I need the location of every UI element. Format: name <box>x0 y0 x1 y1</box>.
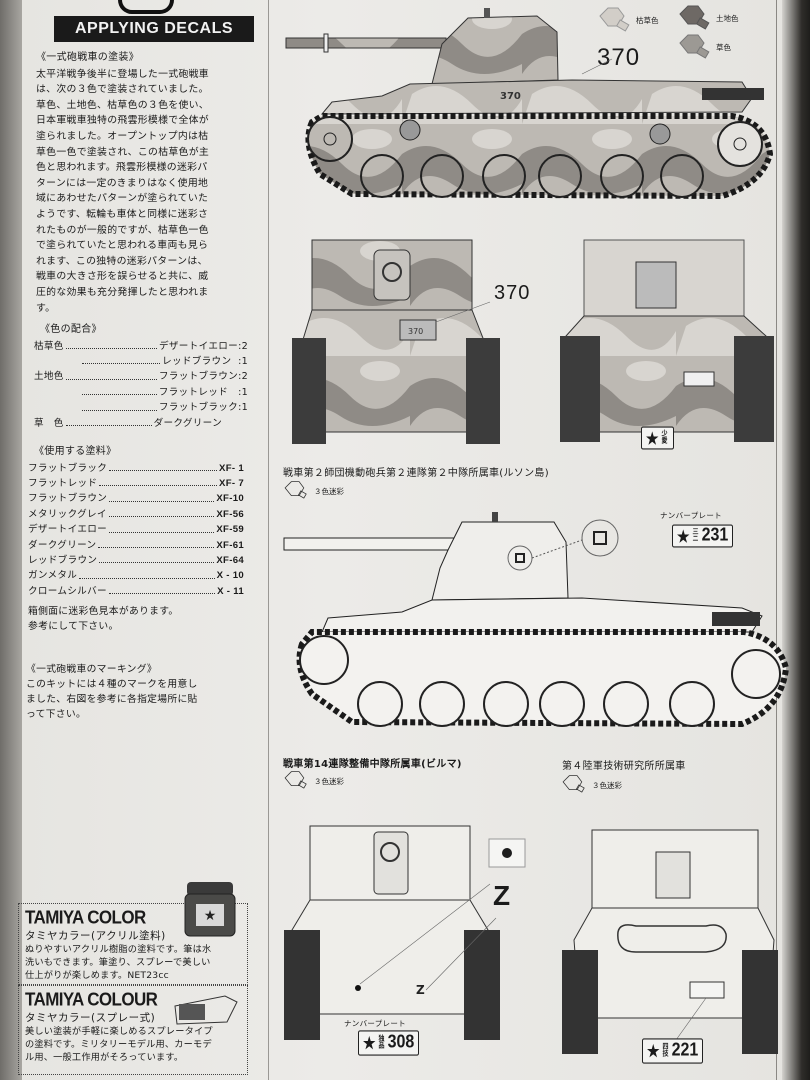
column-divider <box>268 0 269 1080</box>
tank2-plate-label: ナンバープレート <box>660 511 722 520</box>
tank4-rear-view <box>562 829 778 1054</box>
painting-title: 《一式砲戦車の塗装》 <box>36 52 139 63</box>
legend-swatch-tochi: 土地色 <box>676 4 739 32</box>
tank-front-view-camo: 370 <box>292 239 500 444</box>
text-line: れます、この独特の迷彩パターンは、 <box>36 255 208 267</box>
text-line: ようです、転輪も車体と同様に迷彩さ <box>36 208 209 220</box>
svg-text:★: ★ <box>204 908 217 924</box>
tank2-unit-caption: 戦車第２師団機動砲兵第２連隊第２中隊所属車(ルソン島) <box>283 468 549 479</box>
text-line: 草色一色で塗装され、この枯草色が主 <box>36 146 210 158</box>
text-line: ました、右図を参考に各指定場所に貼 <box>26 694 198 705</box>
mix-row: フラットレッド :1 <box>34 385 248 400</box>
text-line: このキットには４種のマークを用意し <box>26 679 198 690</box>
text-line: 戦車の大きさ形を誤らせると共に、威 <box>36 271 209 283</box>
svg-text:Z: Z <box>416 983 425 997</box>
paints-note: 箱側面に迷彩色見本があります。 参考にして下さい。 <box>28 606 179 633</box>
tank2-scheme: ３色迷彩 <box>282 480 344 502</box>
text-line: は、次の３色で塗装されていました。 <box>36 84 209 96</box>
mix-row: 枯草色デザートイエロー:2 <box>34 340 248 352</box>
ad-subtitle: タミヤカラー(スプレー式) <box>25 1012 156 1024</box>
text-line: す。 <box>36 302 56 314</box>
legend-swatch-kusa: 草色 <box>676 33 731 61</box>
text-line: で塗られていたと思われる車両も見ら <box>36 240 209 252</box>
text-line: って下さい。 <box>26 709 87 720</box>
tank3-unit-caption: 戦車第14連隊整備中隊所属車(ビルマ) <box>283 759 462 770</box>
tamiya-logo-icon <box>118 0 174 14</box>
tank3-front-view: Z <box>284 825 500 1040</box>
tank3-plate-label: ナンバープレート <box>344 1019 406 1028</box>
front-hull-number-callout: 370 <box>494 282 531 304</box>
ad-subtitle: タミヤカラー(アクリル塗料) <box>25 930 166 942</box>
tamiya-color-ad: TAMIYA COLOR タミヤカラー(アクリル塗料) ぬりやすいアクリル樹脂の… <box>18 903 248 985</box>
mix-row: レッドブラウン :1 <box>34 354 248 369</box>
page-title: APPLYING DECALS <box>54 16 254 42</box>
svg-text:370: 370 <box>408 327 423 336</box>
tank-side-view-line <box>283 512 790 728</box>
spray-can-icon <box>174 995 238 1025</box>
ad-brand: TAMIYA COLOR <box>25 907 146 928</box>
mix-row: フラットブラック:1 <box>34 400 248 415</box>
svg-text:370: 370 <box>500 91 521 102</box>
text-line: 塗られました。オープントップ内は枯 <box>36 130 209 142</box>
color-mix-title: 《色の配合》 <box>40 324 102 335</box>
text-line: 色と思われます。飛雲形模様の迷彩パ <box>36 162 208 174</box>
rear-number-plate-decal: ★少愛 <box>641 426 674 450</box>
marking-title: 《一式砲戦車のマーキング》 <box>26 664 157 675</box>
mix-row: 土地色フラットブラウン:2 <box>34 371 248 383</box>
ad-body: 美しい塗装が手軽に楽しめるスプレータイプの塗料です。ミリタリーモデル用、カーモデ… <box>25 1026 213 1063</box>
tank-rear-view-camo <box>560 239 774 442</box>
z-marking-decal: Z <box>493 880 511 911</box>
tank4-scheme: ３色迷彩 <box>560 774 622 796</box>
page-edge-line <box>776 0 777 1080</box>
photo-background-right <box>782 0 810 1080</box>
text-line: 草色、土地色、枯草色の３色を使い、 <box>36 99 209 111</box>
hinomaru-decal <box>488 838 526 868</box>
text-line: ターンには一定のきまりはなく使用地 <box>36 177 209 189</box>
paint-jar-icon: ★ <box>184 882 236 937</box>
tamiya-colour-spray-ad: TAMIYA COLOUR タミヤカラー(スプレー式) 美しい塗装が手軽に楽しめ… <box>18 985 248 1075</box>
painting-text: 太平洋戦争後半に登場した一式砲戦車 は、次の３色で塗装されていました。 草色、土… <box>36 67 262 317</box>
tank4-unit-caption: 第４陸軍技術研究所所属車 <box>562 761 686 772</box>
text-line: 圧的な効果も充分発揮したと思われま <box>36 286 209 298</box>
painting-section: 《一式砲戦車の塗装》 太平洋戦争後半に登場した一式砲戦車 は、次の３色で塗装され… <box>36 50 262 316</box>
paints-title: 《使用する塗料》 <box>34 446 117 457</box>
color-mix-section: 《色の配合》 枯草色デザートイエロー:2 レッドブラウン :1 土地色フラットブ… <box>34 322 248 431</box>
text-line: れたものが一般的ですが、枯草色一色 <box>36 224 209 236</box>
tank-side-view-camo: 370 <box>285 8 774 200</box>
tank3-scheme: ３色迷彩 <box>282 770 344 792</box>
legend-swatch-kareksa: 枯草色 <box>596 6 659 34</box>
ad-brand: TAMIYA COLOUR <box>25 989 158 1010</box>
hull-number-callout: 370 <box>597 44 641 71</box>
ad-body: ぬりやすいアクリル樹脂の塗料です。筆は水洗いもできます。筆塗り、スプレーで美しい… <box>25 944 212 981</box>
text-line: 日本軍戦車独特の飛雲形模様で全体が <box>36 115 209 127</box>
text-line: 域にあわせたパターンが塗られていた <box>36 193 209 205</box>
mix-row: 草 色ダークグリーン <box>34 417 222 429</box>
marking-section: 《一式砲戦車のマーキング》 このキットには４種のマークを用意し ました、右図を参… <box>26 662 256 722</box>
text-line: 太平洋戦争後半に登場した一式砲戦車 <box>36 68 209 80</box>
